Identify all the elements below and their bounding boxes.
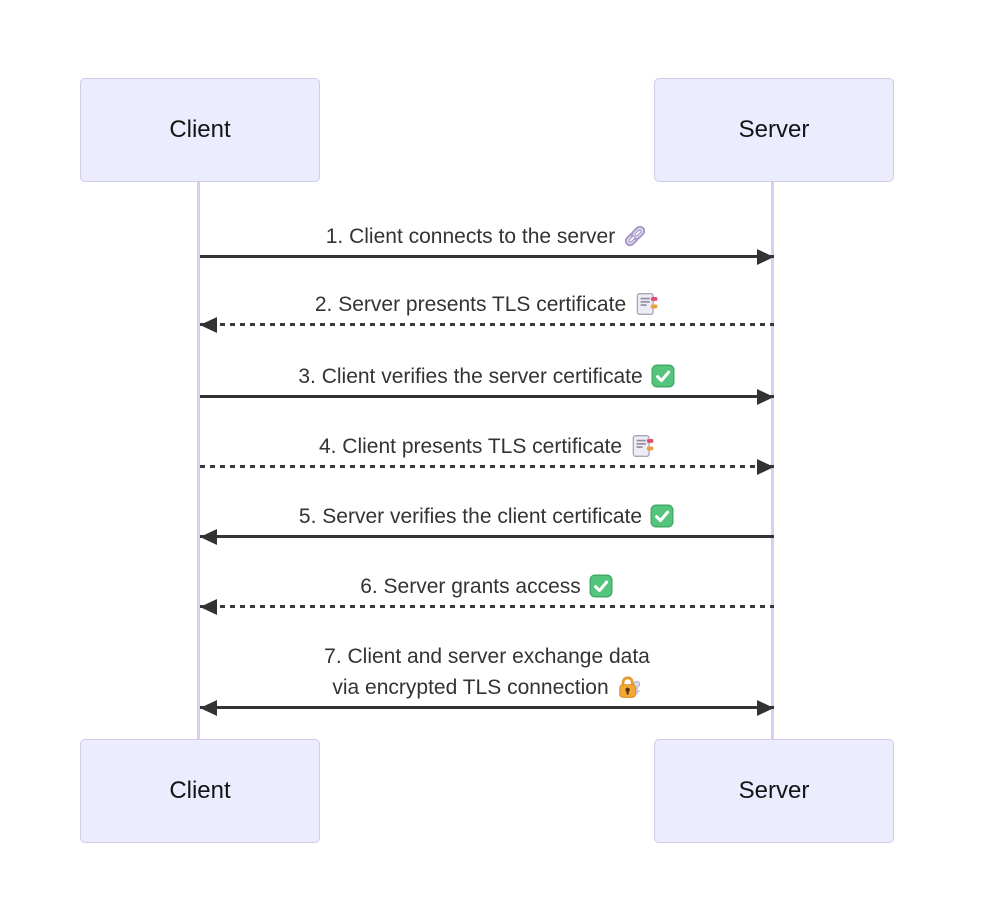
actor-server-bottom-label: Server bbox=[738, 777, 810, 804]
message-5-text: 5. Server verifies the client certificat… bbox=[298, 505, 643, 528]
message-2-line bbox=[200, 323, 774, 326]
actor-client-bottom-label: Client bbox=[169, 777, 231, 804]
actor-server-top-label: Server bbox=[738, 116, 810, 143]
message-7-text-line1: 7. Client and server exchange data bbox=[324, 645, 650, 668]
message-5-label: 5. Server verifies the client certificat… bbox=[200, 501, 774, 538]
message-1-arrowhead-right bbox=[757, 249, 774, 265]
message-7-line bbox=[200, 706, 774, 709]
message-4-arrowhead-right bbox=[757, 459, 774, 475]
message-7-text-line2: via encrypted TLS connection bbox=[332, 676, 609, 699]
actor-client-top: Client bbox=[80, 78, 320, 182]
message-4-label: 4. Client presents TLS certificate bbox=[200, 431, 774, 468]
check-icon bbox=[649, 503, 675, 538]
check-icon bbox=[588, 573, 614, 608]
check-icon bbox=[650, 363, 676, 398]
message-3-arrowhead-right bbox=[757, 389, 774, 405]
message-3-text: 3. Client verifies the server certificat… bbox=[298, 365, 643, 388]
actor-server-top: Server bbox=[654, 78, 894, 182]
message-4-text: 4. Client presents TLS certificate bbox=[318, 435, 623, 458]
actor-client-bottom: Client bbox=[80, 739, 320, 843]
link-icon bbox=[622, 223, 648, 258]
certificate-icon bbox=[633, 291, 659, 326]
message-6-label: 6. Server grants access bbox=[200, 571, 774, 608]
message-7-arrowhead-left bbox=[200, 700, 217, 716]
client-lifeline bbox=[197, 182, 200, 740]
message-2-arrowhead-left bbox=[200, 317, 217, 333]
message-1-label: 1. Client connects to the server bbox=[200, 221, 774, 258]
lock-icon bbox=[616, 674, 642, 709]
message-4-line bbox=[200, 465, 774, 468]
message-3-label: 3. Client verifies the server certificat… bbox=[200, 361, 774, 398]
message-3-line bbox=[200, 395, 774, 398]
message-5-arrowhead-left bbox=[200, 529, 217, 545]
actor-client-top-label: Client bbox=[169, 116, 231, 143]
message-2-text: 2. Server presents TLS certificate bbox=[314, 293, 627, 316]
message-7-arrowhead-right bbox=[757, 700, 774, 716]
message-7-label: 7. Client and server exchange data via e… bbox=[200, 641, 774, 709]
message-6-text: 6. Server grants access bbox=[360, 575, 581, 598]
message-6-arrowhead-left bbox=[200, 599, 217, 615]
message-1-text: 1. Client connects to the server bbox=[325, 225, 616, 248]
certificate-icon bbox=[629, 433, 655, 468]
actor-server-bottom: Server bbox=[654, 739, 894, 843]
message-2-label: 2. Server presents TLS certificate bbox=[200, 289, 774, 326]
message-5-line bbox=[200, 535, 774, 538]
message-1-line bbox=[200, 255, 774, 258]
message-6-line bbox=[200, 605, 774, 608]
